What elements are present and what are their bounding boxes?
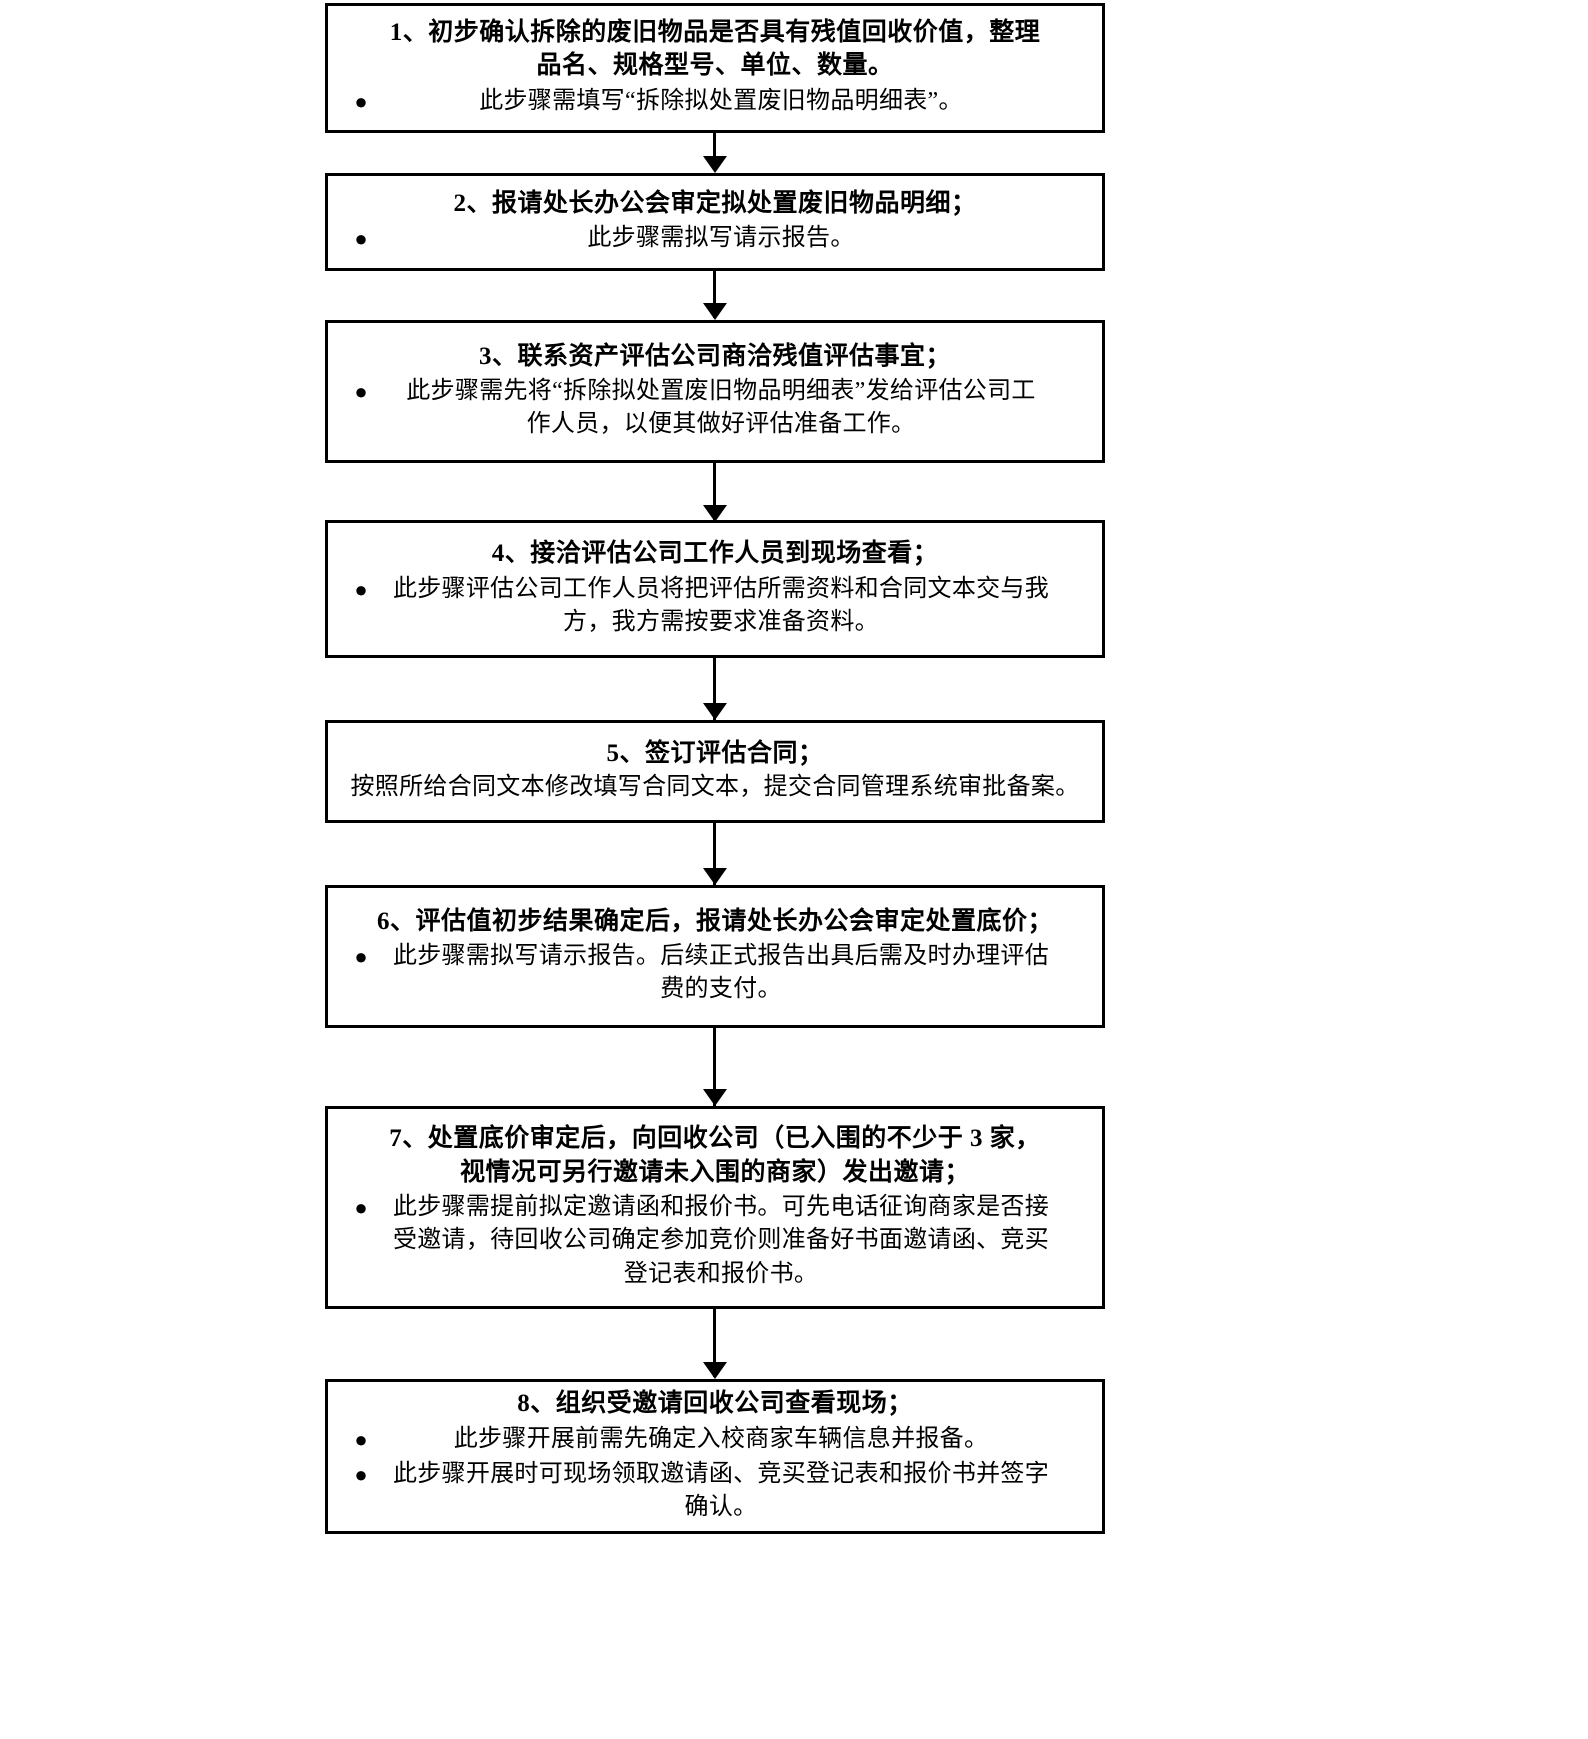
connector-7-8-arrow-icon (703, 1362, 727, 1379)
connector-4-5-line (713, 658, 716, 720)
step-3-bullet-1: ● 此步骤需先将“拆除拟处置废旧物品明细表”发给评估公司工 作人员，以便其做好评… (338, 375, 1092, 441)
flow-step-3[interactable]: 3、联系资产评估公司商洽残值评估事宜； ● 此步骤需先将“拆除拟处置废旧物品明细… (325, 320, 1105, 463)
step-8-bullet-1: ● 此步骤开展前需先确定入校商家车辆信息并报备。 (338, 1423, 1092, 1456)
step-3-bullet-1-text: 此步骤需先将“拆除拟处置废旧物品明细表”发给评估公司工 作人员，以便其做好评估准… (406, 378, 1036, 438)
bullet-dot-icon: ● (354, 1195, 368, 1221)
connector-6-7-arrow-icon (703, 1089, 727, 1106)
connector-5-6-line (713, 823, 716, 885)
flow-step-4[interactable]: 4、接洽评估公司工作人员到现场查看； ● 此步骤评估公司工作人员将把评估所需资料… (325, 520, 1105, 658)
step-8-bullet-2-text: 此步骤开展时可现场领取邀请函、竞买登记表和报价书并签字 确认。 (392, 1460, 1050, 1520)
step-7-title: 7、处置底价审定后，向回收公司（已入围的不少于 3 家， 视情况可另行邀请未入围… (389, 1125, 1041, 1186)
step-1-title: 1、初步确认拆除的废旧物品是否具有残值回收价值，整理 品名、规格型号、单位、数量… (389, 18, 1041, 80)
step-2-bullet-1-text: 此步骤需拟写请示报告。 (587, 225, 855, 252)
flow-step-5[interactable]: 5、签订评估合同； 按照所给合同文本修改填写合同文本，提交合同管理系统审批备案。 (325, 720, 1105, 823)
step-5-title: 5、签订评估合同； (606, 740, 824, 768)
step-6-title: 6、评估值初步结果确定后，报请处长办公会审定处置底价； (376, 907, 1053, 935)
connector-1-2-line (713, 133, 716, 168)
step-3-title: 3、联系资产评估公司商洽残值评估事宜； (478, 342, 951, 370)
connector-2-3-line (713, 271, 716, 318)
flow-step-1[interactable]: 1、初步确认拆除的废旧物品是否具有残值回收价值，整理 品名、规格型号、单位、数量… (325, 3, 1105, 133)
step-7-bullet-1: ● 此步骤需提前拟定邀请函和报价书。可先电话征询商家是否接 受邀请，待回收公司确… (338, 1191, 1092, 1290)
step-1-bullet-1-text: 此步骤需填写“拆除拟处置废旧物品明细表”。 (479, 87, 963, 114)
step-4-bullet-1: ● 此步骤评估公司工作人员将把评估所需资料和合同文本交与我 方，我方需按要求准备… (338, 573, 1092, 639)
bullet-dot-icon: ● (354, 1461, 368, 1487)
bullet-dot-icon: ● (354, 944, 368, 970)
connector-3-4-line (713, 463, 716, 520)
step-2-title: 2、报请处长办公会审定拟处置废旧物品明细； (453, 189, 977, 217)
connector-1-2-arrow-icon (703, 156, 727, 173)
bullet-dot-icon: ● (354, 226, 368, 252)
step-2-bullet-1: ● 此步骤需拟写请示报告。 (338, 222, 1092, 255)
step-6-bullet-1: ● 此步骤需拟写请示报告。后续正式报告出具后需及时办理评估 费的支付。 (338, 940, 1092, 1006)
connector-2-3-arrow-icon (703, 303, 727, 320)
bullet-dot-icon: ● (354, 379, 368, 405)
step-6-bullet-1-text: 此步骤需拟写请示报告。后续正式报告出具后需及时办理评估 费的支付。 (392, 943, 1050, 1003)
step-8-bullet-1-text: 此步骤开展前需先确定入校商家车辆信息并报备。 (453, 1425, 989, 1452)
connector-7-8-line (713, 1309, 716, 1377)
connector-5-6-arrow-icon (703, 868, 727, 885)
flow-step-6[interactable]: 6、评估值初步结果确定后，报请处长办公会审定处置底价； ● 此步骤需拟写请示报告… (325, 885, 1105, 1028)
step-4-bullet-1-text: 此步骤评估公司工作人员将把评估所需资料和合同文本交与我 方，我方需按要求准备资料… (392, 575, 1050, 635)
step-5-description: 按照所给合同文本修改填写合同文本，提交合同管理系统审批备案。 (350, 773, 1080, 800)
step-1-bullet-1: ● 此步骤需填写“拆除拟处置废旧物品明细表”。 (338, 85, 1092, 118)
flow-step-7[interactable]: 7、处置底价审定后，向回收公司（已入围的不少于 3 家， 视情况可另行邀请未入围… (325, 1106, 1105, 1309)
step-8-bullet-2: ● 此步骤开展时可现场领取邀请函、竞买登记表和报价书并签字 确认。 (338, 1458, 1092, 1524)
flow-step-2[interactable]: 2、报请处长办公会审定拟处置废旧物品明细； ● 此步骤需拟写请示报告。 (325, 173, 1105, 271)
step-4-title: 4、接洽评估公司工作人员到现场查看； (491, 540, 939, 568)
step-8-title: 8、组织受邀请回收公司查看现场； (517, 1390, 913, 1418)
bullet-dot-icon: ● (354, 1426, 368, 1452)
flow-step-8[interactable]: 8、组织受邀请回收公司查看现场； ● 此步骤开展前需先确定入校商家车辆信息并报备… (325, 1379, 1105, 1534)
step-7-bullet-1-text: 此步骤需提前拟定邀请函和报价书。可先电话征询商家是否接 受邀请，待回收公司确定参… (392, 1194, 1050, 1287)
bullet-dot-icon: ● (354, 576, 368, 602)
connector-4-5-arrow-icon (703, 703, 727, 720)
connector-3-4-arrow-icon (703, 505, 727, 522)
bullet-dot-icon: ● (354, 88, 368, 114)
connector-6-7-line (713, 1028, 716, 1106)
